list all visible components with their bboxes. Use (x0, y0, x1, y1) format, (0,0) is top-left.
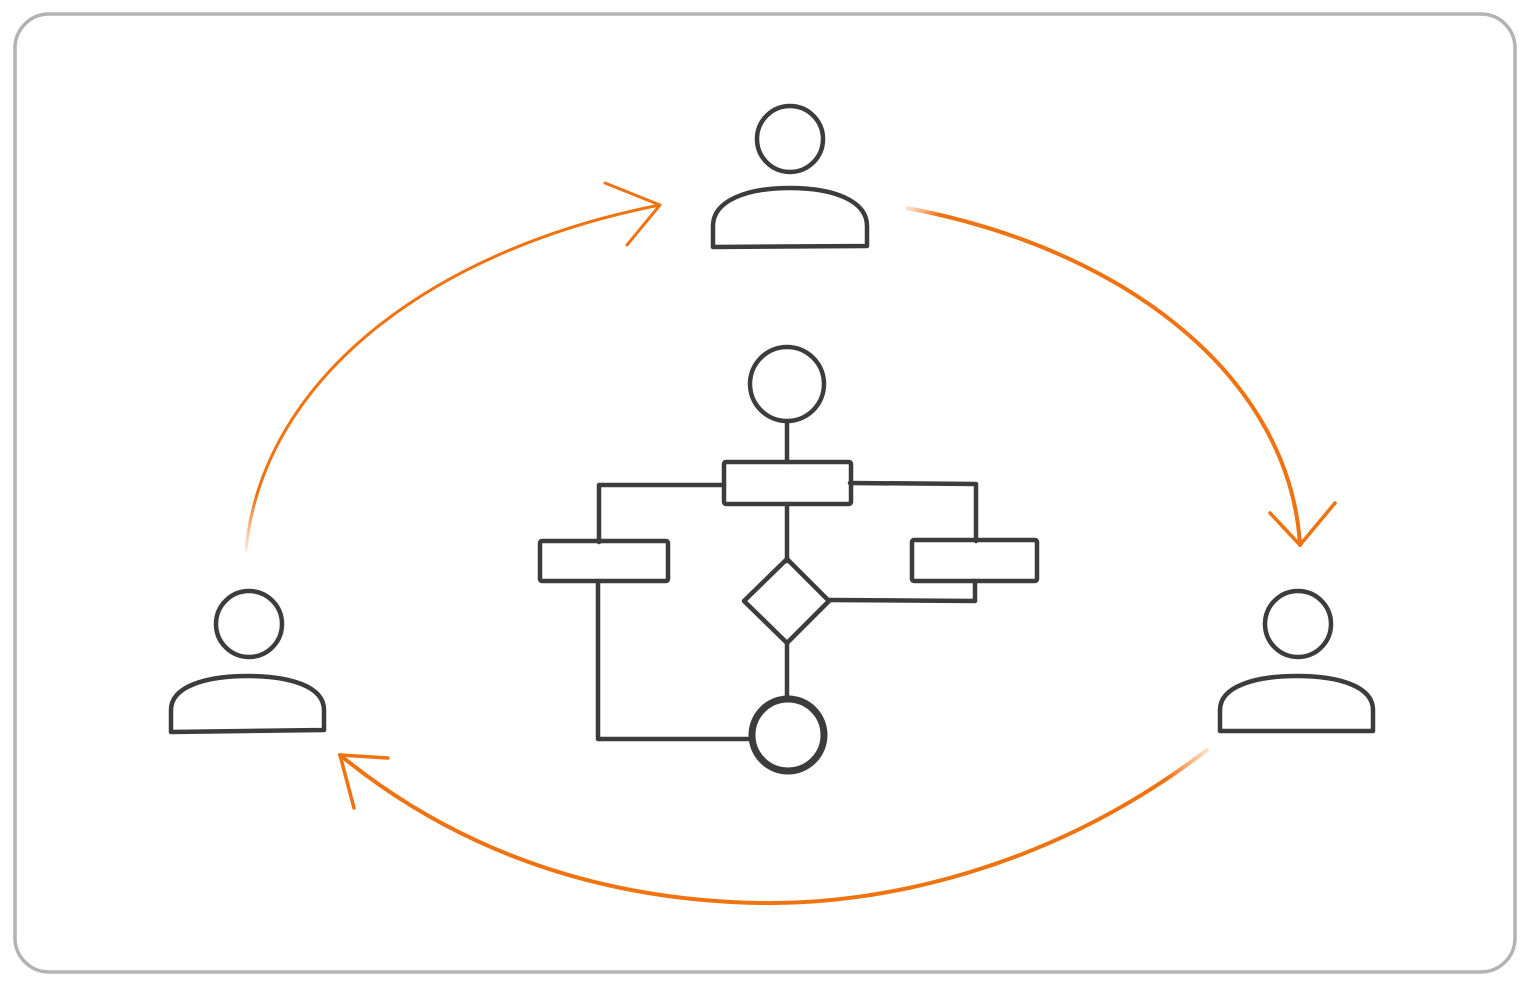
connector-fork-to-right (847, 480, 979, 544)
person-icon (710, 103, 870, 250)
start-node (747, 344, 827, 424)
right-activity-box (909, 537, 1040, 584)
fork-bar (721, 459, 854, 507)
connector-decision-to-right (826, 578, 978, 604)
diagram-frame (13, 12, 1517, 974)
cycle-arrow-top-to-right (905, 206, 1337, 547)
connector-left-to-end (595, 578, 754, 742)
person-icon (168, 588, 327, 735)
cycle-arrow-right-to-left (338, 748, 1209, 906)
decision-diamond (741, 556, 832, 646)
activity-flowchart (537, 344, 1040, 775)
connector-fork-to-left (596, 482, 727, 545)
cycle-arrow-left-to-top (244, 181, 662, 552)
end-node (748, 695, 828, 775)
person-icon (1217, 588, 1376, 734)
left-activity-box (537, 538, 671, 584)
